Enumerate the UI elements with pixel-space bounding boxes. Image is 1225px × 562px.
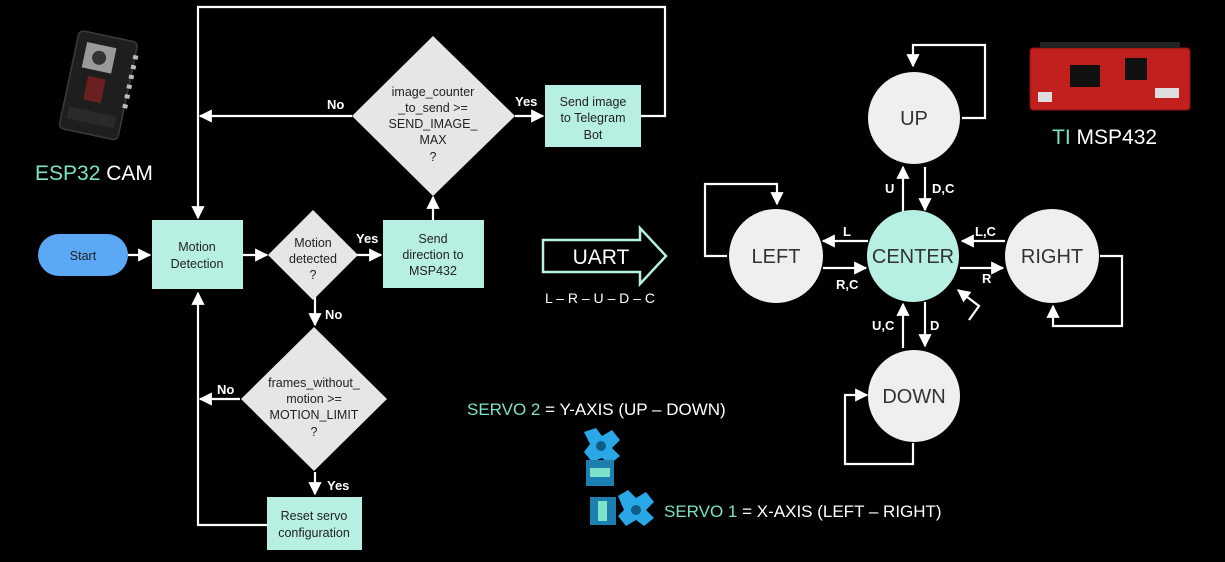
frames-without-motion-decision: frames_without_ motion >= MOTION_LIMIT ? — [241, 327, 387, 471]
svg-text:motion >=: motion >= — [286, 392, 342, 406]
svg-text:configuration: configuration — [278, 526, 350, 540]
svg-text:?: ? — [310, 268, 317, 282]
motion-detected-decision: Motion detected ? — [268, 210, 358, 300]
transition-label-rc: R,C — [836, 277, 859, 292]
transition-label-dc: D,C — [932, 181, 955, 196]
uart-commands-label: L – R – U – D – C — [545, 290, 655, 306]
state-down: DOWN — [868, 350, 960, 442]
svg-text:MAX: MAX — [419, 133, 447, 147]
svg-text:?: ? — [430, 150, 437, 164]
svg-text:Reset servo: Reset servo — [281, 509, 348, 523]
svg-text:MOTION_LIMIT: MOTION_LIMIT — [270, 408, 359, 422]
transition-label-d: D — [930, 318, 939, 333]
svg-text:RIGHT: RIGHT — [1021, 246, 1083, 268]
svg-text:Send: Send — [418, 232, 447, 246]
motion-detection-process: Motion Detection — [152, 220, 243, 289]
servo1-label: SERVO 1 = X-AXIS (LEFT – RIGHT) — [664, 502, 942, 521]
svg-text:SEND_IMAGE_: SEND_IMAGE_ — [389, 117, 479, 131]
esp32-cam-label: ESP32 CAM — [35, 162, 153, 185]
state-up: UP — [868, 72, 960, 164]
svg-text:frames_without_: frames_without_ — [268, 376, 361, 390]
msp432-board-image — [1029, 42, 1191, 111]
send-image-process: Send image to Telegram Bot — [545, 85, 641, 147]
edge-label-yes-frames: Yes — [327, 478, 349, 493]
svg-text:image_counter: image_counter — [392, 85, 475, 99]
edge-label-no-motion: No — [325, 307, 342, 322]
transition-label-lc: L,C — [975, 224, 997, 239]
transition-label-r: R — [982, 271, 992, 286]
transition-label-l: L — [843, 224, 851, 239]
edge-label-no-frames: No — [217, 382, 234, 397]
servo1-icon — [590, 490, 654, 526]
state-left: LEFT — [729, 209, 823, 303]
uart-label: UART — [573, 246, 630, 269]
state-right: RIGHT — [1005, 209, 1099, 303]
edge-label-no-image: No — [327, 97, 344, 112]
svg-text:Motion: Motion — [178, 240, 216, 254]
svg-text:Motion: Motion — [294, 236, 332, 250]
svg-text:UP: UP — [900, 108, 928, 130]
send-direction-process: Send direction to MSP432 — [383, 220, 484, 288]
reset-servo-process: Reset servo configuration — [267, 497, 362, 550]
transition-label-u: U — [885, 181, 894, 196]
svg-text:DOWN: DOWN — [882, 386, 945, 408]
ti-msp432-label: TI MSP432 — [1052, 126, 1157, 149]
svg-text:to Telegram: to Telegram — [560, 111, 625, 125]
uart-arrow: UART — [541, 224, 668, 288]
start-node: Start — [38, 234, 128, 276]
servo2-icon — [584, 428, 620, 486]
transition-label-uc: U,C — [872, 318, 895, 333]
edge-label-yes-image: Yes — [515, 94, 537, 109]
servo2-label: SERVO 2 = Y-AXIS (UP – DOWN) — [467, 400, 726, 419]
svg-text:Bot: Bot — [584, 128, 603, 142]
svg-text:?: ? — [311, 425, 318, 439]
svg-text:Start: Start — [70, 249, 97, 263]
svg-text:detected: detected — [289, 252, 337, 266]
esp32-cam-board-image — [58, 30, 139, 141]
edge-label-yes-motion: Yes — [356, 231, 378, 246]
svg-text:Detection: Detection — [171, 257, 224, 271]
image-counter-decision: image_counter _to_send >= SEND_IMAGE_ MA… — [352, 36, 515, 196]
svg-text:_to_send >=: _to_send >= — [397, 101, 468, 115]
svg-text:Send image: Send image — [560, 95, 627, 109]
flow-connectors — [128, 5, 667, 527]
state-connectors — [703, 43, 1124, 466]
svg-text:direction to: direction to — [402, 248, 463, 262]
svg-text:LEFT: LEFT — [752, 246, 801, 268]
svg-text:CENTER: CENTER — [872, 246, 954, 268]
svg-text:MSP432: MSP432 — [409, 264, 457, 278]
state-center: CENTER — [867, 210, 959, 302]
